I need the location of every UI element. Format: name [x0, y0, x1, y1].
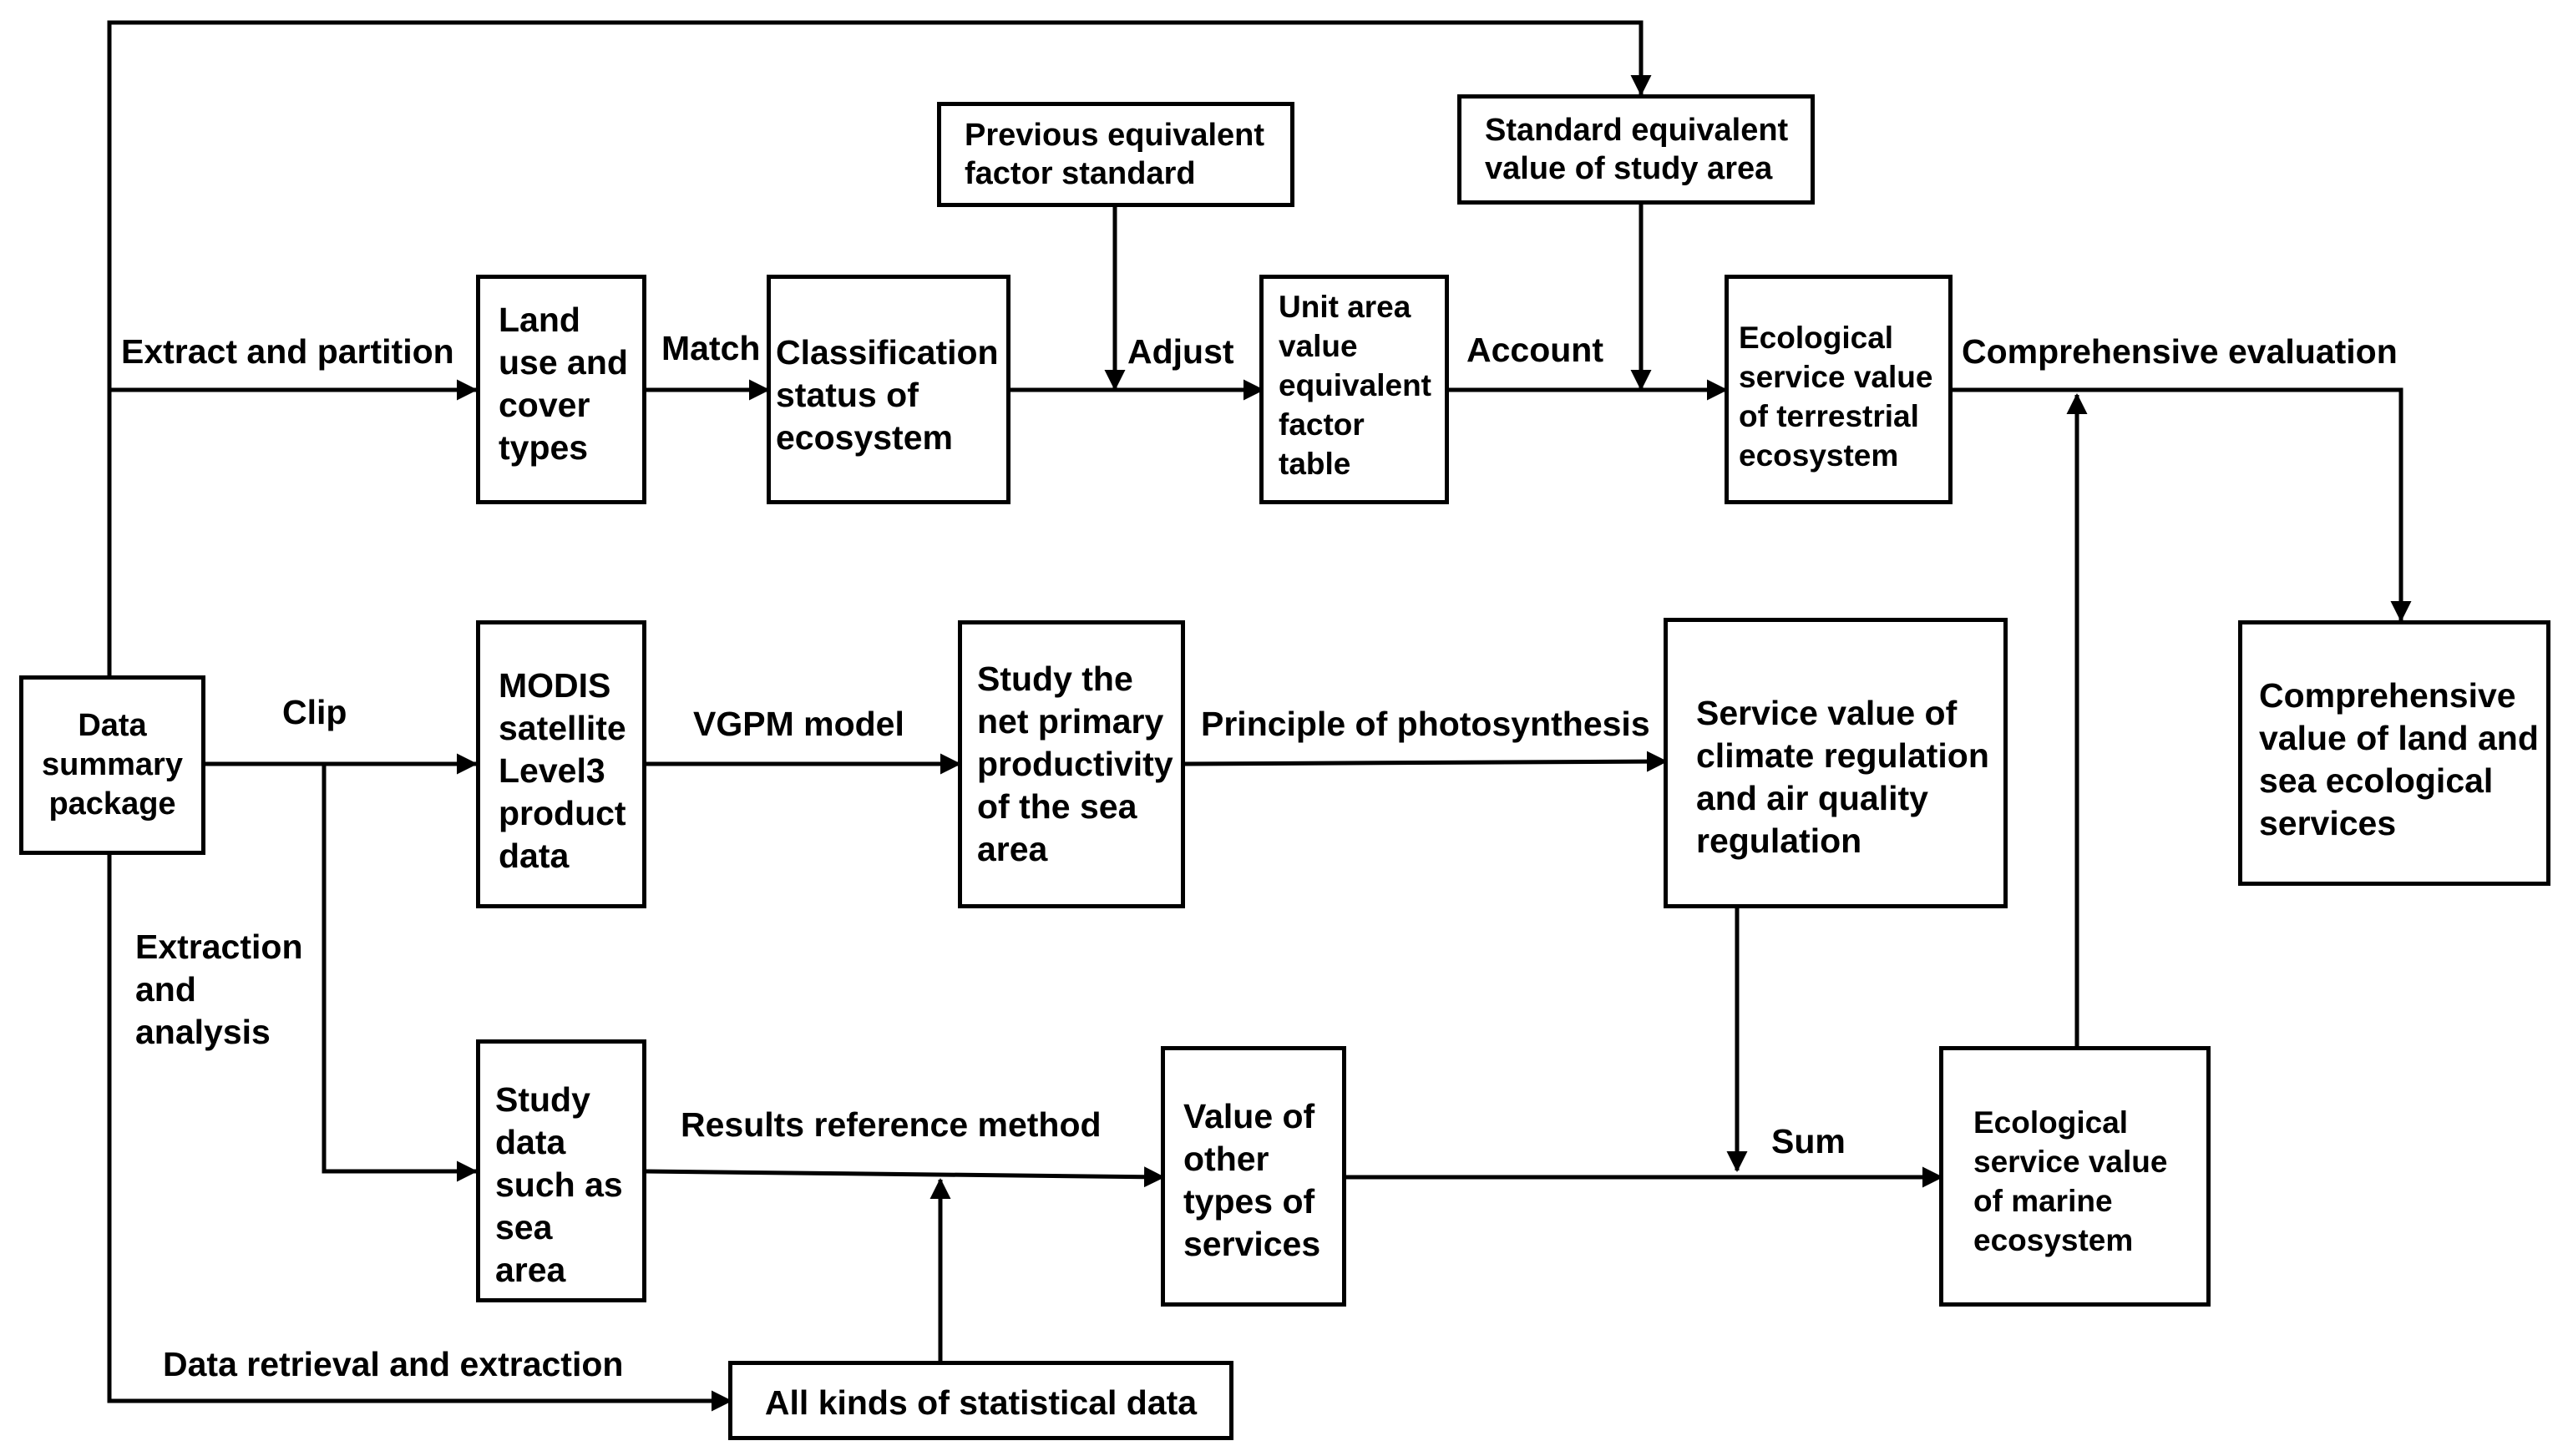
climate-regulation-text: Service value of climate regulation and … — [1696, 694, 1989, 860]
study-data-box: Study data such as sea area — [476, 1039, 646, 1302]
climate-regulation-box: Service value of climate regulation and … — [1664, 618, 2008, 908]
other-services-box: Value of other types of services — [1161, 1046, 1346, 1307]
terrestrial-value-text: Ecological service value of terrestrial … — [1739, 321, 1933, 473]
modis-text: MODIS satellite Level3 product data — [499, 666, 626, 875]
label-clip: Clip — [282, 693, 347, 731]
arrow-photosynthesis — [1184, 751, 1668, 772]
data-summary-package-box: Data summary package — [19, 675, 205, 855]
unit-area-text: Unit area value equivalent factor table — [1279, 290, 1431, 481]
npp-text: Study the net primary productivity of th… — [977, 660, 1173, 868]
statistical-data-box: All kinds of statistical data — [728, 1361, 1233, 1440]
unit-area-box: Unit area value equivalent factor table — [1259, 275, 1449, 504]
label-sum: Sum — [1771, 1122, 1846, 1160]
comprehensive-value-box: Comprehensive value of land and sea ecol… — [2238, 620, 2550, 886]
marine-value-text: Ecological service value of marine ecosy… — [1973, 1105, 2168, 1257]
comprehensive-value-text: Comprehensive value of land and sea ecol… — [2259, 676, 2539, 842]
label-comprehensive-evaluation: Comprehensive evaluation — [1962, 332, 2398, 371]
arrow-extraction-analysis — [322, 764, 479, 1182]
arrow-data-retrieval — [107, 855, 733, 1412]
other-services-text: Value of other types of services — [1183, 1097, 1321, 1263]
statistical-data-text: All kinds of statistical data — [764, 1383, 1198, 1422]
label-data-retrieval: Data retrieval and extraction — [163, 1345, 624, 1383]
label-match: Match — [661, 329, 761, 367]
label-vgpm-model: VGPM model — [693, 705, 904, 743]
land-use-box: Land use and cover types — [476, 275, 646, 504]
label-account: Account — [1466, 331, 1603, 369]
study-data-text: Study data such as sea area — [495, 1080, 623, 1289]
label-extract-partition: Extract and partition — [121, 332, 454, 371]
data-summary-package-text: Data summary package — [42, 708, 183, 822]
label-results-reference: Results reference method — [681, 1105, 1102, 1144]
terrestrial-value-box: Ecological service value of terrestrial … — [1725, 275, 1953, 504]
modis-box: MODIS satellite Level3 product data — [476, 620, 646, 908]
arrow-comprehensive-evaluation — [1953, 387, 2412, 623]
standard-value-text: Standard equivalent value of study area — [1485, 113, 1789, 186]
land-use-text: Land use and cover types — [499, 301, 628, 467]
previous-standard-text: Previous equivalent factor standard — [965, 118, 1265, 191]
label-photosynthesis: Principle of photosynthesis — [1201, 705, 1650, 743]
npp-box: Study the net primary productivity of th… — [958, 620, 1185, 908]
previous-standard-box: Previous equivalent factor standard — [937, 102, 1294, 207]
label-adjust: Adjust — [1127, 332, 1234, 371]
label-extraction-analysis: Extraction and analysis — [135, 928, 303, 1051]
marine-value-box: Ecological service value of marine ecosy… — [1939, 1046, 2211, 1307]
classification-text: Classification status of ecosystem — [776, 333, 999, 457]
standard-value-box: Standard equivalent value of study area — [1457, 94, 1815, 205]
classification-box: Classification status of ecosystem — [767, 275, 1010, 504]
arrow-data-to-standard-value — [107, 20, 1652, 679]
arrow-results-reference — [644, 1166, 1165, 1188]
